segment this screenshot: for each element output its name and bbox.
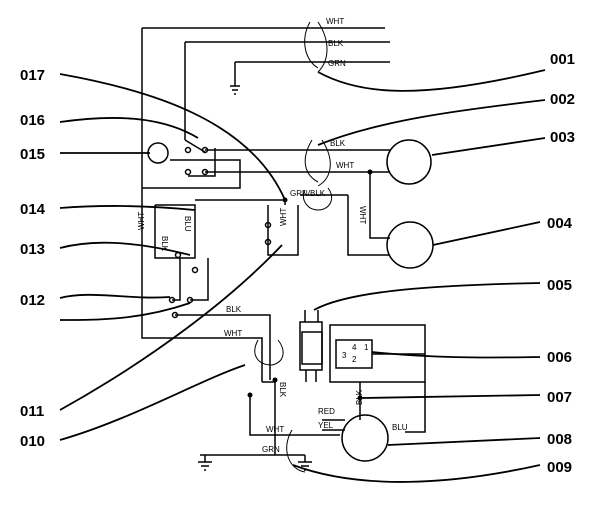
relay-005	[301, 331, 323, 365]
wire-label-blk-007: BLK	[355, 389, 364, 405]
wire-label-grn-blk: GRN/BLK	[290, 189, 326, 198]
motor-008	[341, 414, 389, 462]
callout-014: 014	[20, 201, 46, 218]
wire-label-low-blk: BLK	[226, 305, 242, 314]
wire-label-left-blk: BLK	[160, 236, 169, 252]
wire-label-low-wht: WHT	[224, 329, 242, 338]
terminal-labels: 4 1 2 3	[342, 343, 369, 364]
wire-label-mid-wht: WHT	[336, 161, 354, 170]
wire-label-v-blk: BLK	[278, 382, 287, 398]
wire-label-sw-wht: WHT	[279, 208, 288, 226]
lamp-015	[147, 142, 169, 164]
wire-label-top-wht: WHT	[326, 17, 344, 26]
wire-labels: WHT BLK GRN BLK WHT GRN/BLK WHT BLK BLU …	[137, 17, 408, 454]
callout-008: 008	[547, 431, 572, 448]
wire-label-red: RED	[318, 407, 335, 416]
callout-017: 017	[20, 67, 45, 84]
callout-012: 012	[20, 292, 45, 309]
wire-label-top-blk: BLK	[328, 39, 344, 48]
motor-003	[386, 139, 432, 185]
wire-label-bot-grn: GRN	[262, 445, 280, 454]
callout-004: 004	[547, 215, 573, 232]
wire-label-bot-wht: WHT	[266, 425, 284, 434]
callout-001: 001	[550, 51, 575, 68]
leader-lines	[59, 69, 546, 483]
wire-label-left-blu: BLU	[183, 216, 192, 232]
callout-003: 003	[550, 129, 575, 146]
callout-015: 015	[20, 146, 45, 163]
callout-016: 016	[20, 112, 45, 129]
wire-label-m4-wht: WHT	[358, 206, 367, 224]
callout-005: 005	[547, 277, 572, 294]
terminal-4: 4	[352, 343, 357, 352]
callout-011: 011	[20, 403, 44, 420]
callout-006: 006	[547, 349, 572, 366]
wire-label-top-grn: GRN	[328, 59, 346, 68]
callout-labels: 001 002 003 004 005 006 007 008 009 010 …	[20, 51, 575, 476]
terminal-1: 1	[364, 343, 369, 352]
callout-013: 013	[20, 241, 45, 258]
components	[147, 139, 434, 462]
wire-label-blu: BLU	[392, 423, 408, 432]
callout-002: 002	[550, 91, 575, 108]
callout-010: 010	[20, 433, 45, 450]
callout-007: 007	[547, 389, 572, 406]
motor-004	[386, 221, 434, 269]
wire-label-mid-blk: BLK	[330, 139, 346, 148]
cable-markers	[254, 21, 333, 473]
wires	[141, 27, 426, 471]
terminal-3: 3	[342, 351, 347, 360]
wire-label-left-wht: WHT	[137, 212, 146, 230]
terminal-2: 2	[352, 355, 357, 364]
wire-label-yel: YEL	[318, 421, 334, 430]
callout-009: 009	[547, 459, 572, 476]
